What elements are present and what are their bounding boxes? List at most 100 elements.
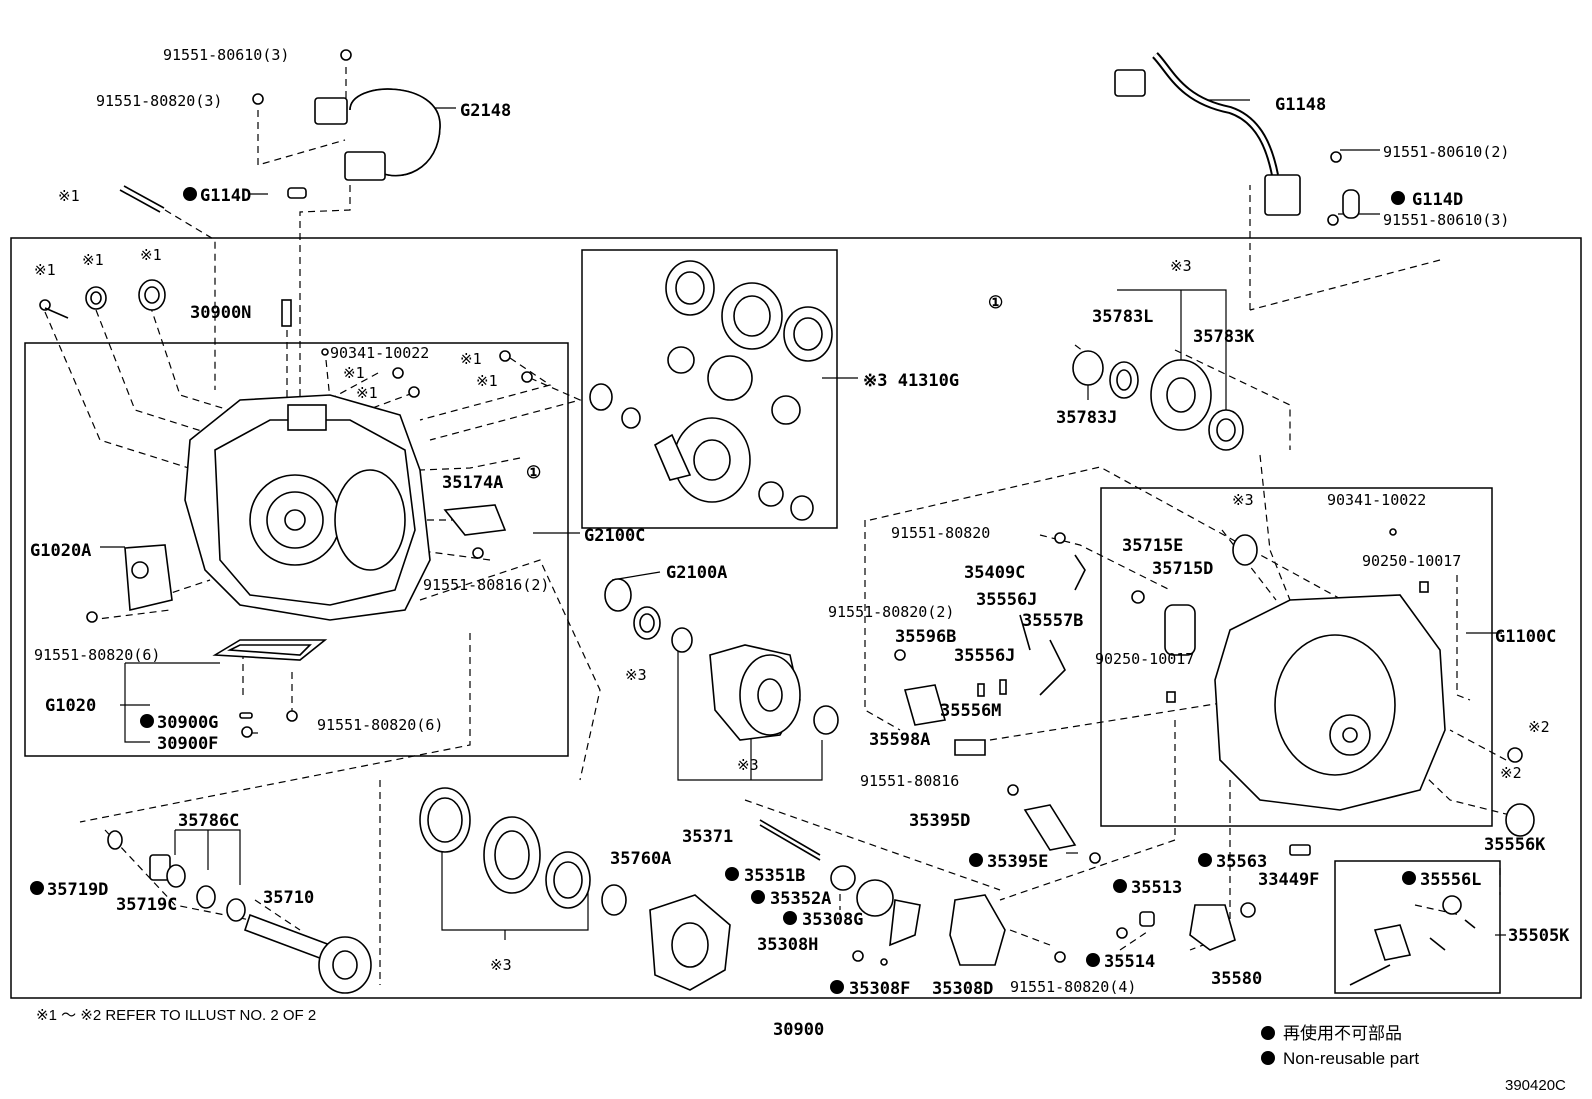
part-label: ①	[988, 293, 1003, 313]
part-label: 91551-80816(2)	[423, 576, 549, 594]
part-label: 35596B	[895, 627, 956, 647]
part-label: ※3	[737, 756, 759, 774]
part-label: 35308D	[932, 979, 993, 999]
part-label: 35556M	[940, 701, 1001, 721]
part-label: 35395E	[987, 852, 1048, 872]
differential-kit-frame	[581, 249, 838, 529]
part-label: ※1	[356, 384, 378, 402]
part-label: 35556K	[1484, 835, 1546, 855]
part-label: 35308G	[802, 910, 863, 930]
part-label: 35715D	[1152, 559, 1213, 579]
part-label: 35783K	[1193, 327, 1255, 347]
part-label: 91551-80610(2)	[1383, 143, 1509, 161]
part-label: 91551-80820(6)	[317, 716, 443, 734]
part-label: 91551-80820(6)	[34, 646, 160, 664]
part-label: 91551-80820(3)	[96, 92, 222, 110]
part-label: 35308F	[849, 979, 910, 999]
part-label: 35505K	[1508, 926, 1570, 946]
part-label: G1020	[45, 696, 96, 716]
part-labels: 91551-80610(3) 91551-80820(3) G2148 ※1 G…	[30, 46, 1570, 1040]
legend-english: Non-reusable part	[1283, 1049, 1419, 1068]
sensor-kit-frame	[1334, 860, 1501, 994]
sensor-kit-35505k	[1349, 895, 1476, 986]
nonreusable-dots	[30, 187, 1416, 1065]
part-label: ※3	[1232, 491, 1254, 509]
part-label: 35710	[263, 888, 314, 908]
part-label: ※2	[1500, 764, 1522, 782]
part-label: 90250-10017	[1362, 552, 1461, 570]
part-label: 91551-80610(3)	[163, 46, 289, 64]
part-label: 35395D	[909, 811, 970, 831]
part-label: ※1	[343, 364, 365, 382]
sensor-35580	[1116, 902, 1256, 951]
left-housing-frame	[24, 342, 569, 757]
part-label: 91551-80820(4)	[1010, 978, 1136, 996]
part-label: ※3	[625, 666, 647, 684]
part-label: ※1	[82, 251, 104, 269]
part-label: 35719D	[47, 880, 108, 900]
part-label: G1148	[1275, 95, 1326, 115]
part-label: 33449F	[1258, 870, 1319, 890]
part-label: 30900F	[157, 734, 218, 754]
cover-g1020a	[86, 544, 173, 623]
part-label: ※1	[58, 187, 80, 205]
part-label: 35513	[1131, 878, 1182, 898]
part-label: 35409C	[964, 563, 1025, 583]
dashed-leaders	[44, 67, 1511, 985]
part-label: ※3	[1170, 257, 1192, 275]
differential-kit-41310g	[589, 260, 833, 521]
part-label: 30900	[773, 1020, 824, 1040]
part-label: G2100C	[584, 526, 645, 546]
gear-35783	[1072, 350, 1244, 451]
part-label: ※3	[490, 956, 512, 974]
part-label: 35514	[1104, 952, 1155, 972]
harness-g2148	[314, 88, 441, 181]
harness-g1148	[1114, 52, 1360, 226]
part-label: 35715E	[1122, 536, 1183, 556]
part-label: 35308H	[757, 935, 818, 955]
part-label: 91551-80610(3)	[1383, 211, 1509, 229]
part-label: ※3 41310G	[863, 371, 959, 391]
part-label: 35598A	[869, 730, 930, 750]
part-label: G114D	[1412, 190, 1463, 210]
shift-linkage	[894, 532, 1535, 864]
part-label: 35783J	[1056, 408, 1117, 428]
legend-japanese: 再使用不可部品	[1283, 1023, 1402, 1043]
part-label: ※1	[140, 246, 162, 264]
part-label: G114D	[200, 186, 251, 206]
part-label: 35351B	[744, 866, 805, 886]
part-label: 35760A	[610, 849, 671, 869]
part-label: 35563	[1216, 852, 1267, 872]
part-label: 91551-80820	[891, 524, 990, 542]
part-label: 35783L	[1092, 307, 1153, 327]
part-label: 35719C	[116, 895, 177, 915]
shaft-35710	[107, 830, 372, 994]
part-label: ①	[526, 463, 541, 483]
housing-left	[184, 394, 507, 621]
part-label: 35580	[1211, 969, 1262, 989]
part-label: 35352A	[770, 889, 831, 909]
part-label: 35174A	[442, 473, 503, 493]
part-label: ※1	[460, 350, 482, 368]
part-label: 35556J	[976, 590, 1037, 610]
differential-g2100a	[604, 578, 839, 741]
right-case-frame	[1100, 487, 1493, 827]
part-label: 30900N	[190, 303, 251, 323]
part-label: ※1	[476, 372, 498, 390]
main-frame	[10, 237, 1582, 999]
bolt-group-top-left	[39, 49, 533, 398]
oil-pump-parts	[759, 819, 1066, 966]
part-label: 91551-80820(2)	[828, 603, 954, 621]
refer-note: ※1 ～ ※2 REFER TO ILLUST NO. 2 OF 2	[36, 1007, 316, 1024]
part-label: G2100A	[666, 563, 727, 583]
part-label: 35371	[682, 827, 733, 847]
housing-right	[1131, 528, 1446, 811]
part-label: 30900G	[157, 713, 218, 733]
part-label: G1100C	[1495, 627, 1556, 647]
part-label: ※1	[34, 261, 56, 279]
part-label: 90341-10022	[330, 344, 429, 362]
bearing-set-35760a	[419, 787, 731, 991]
part-label: 91551-80816	[860, 772, 959, 790]
part-label: G1020A	[30, 541, 91, 561]
